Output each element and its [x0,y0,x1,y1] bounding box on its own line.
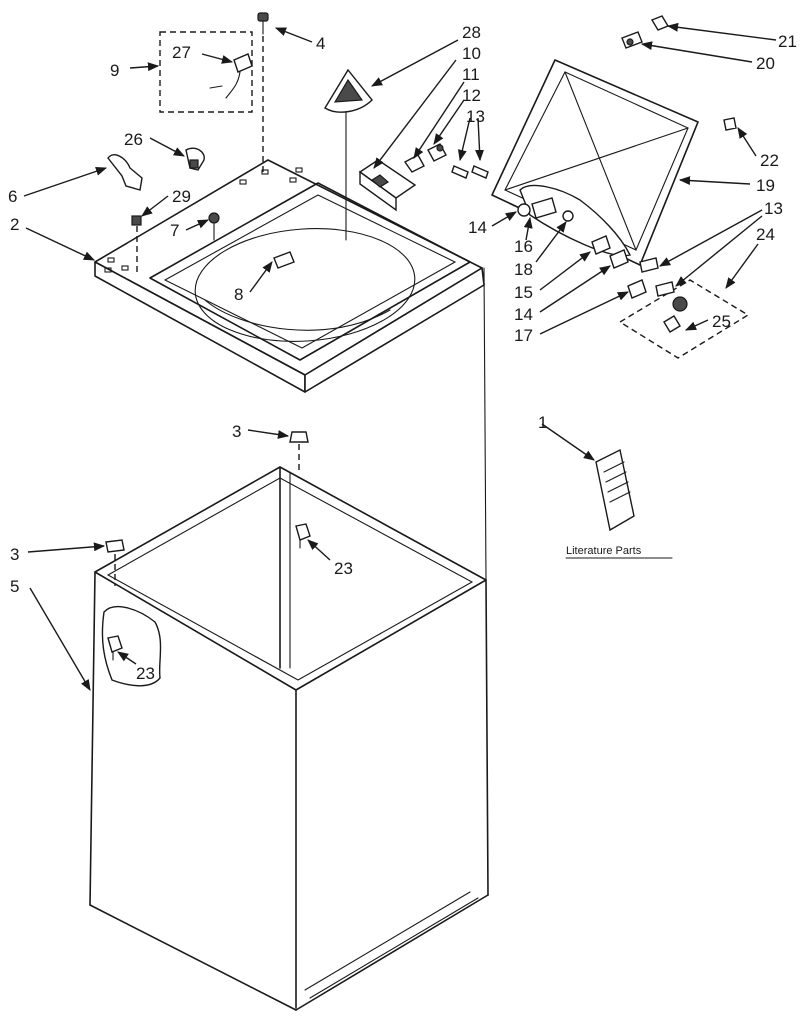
screws-13-bottom [639,257,675,297]
callout-24: 24 [756,225,775,244]
callout-15: 15 [514,283,533,302]
callout-12: 12 [462,86,481,105]
callout-14-left: 14 [468,218,487,237]
callout-8: 8 [234,285,243,304]
callout-23-left: 23 [136,664,155,683]
nut-7 [208,212,220,241]
callout-28: 28 [462,23,481,42]
top-panel [94,159,485,393]
callout-18: 18 [514,260,533,279]
callout-labels: 1 2 3 3 4 5 6 7 8 9 10 11 12 13 13 14 14… [8,23,797,683]
callout-23-mid: 23 [334,559,353,578]
callout-27: 27 [172,43,191,62]
callout-1: 1 [538,413,547,432]
literature-parts-label: Literature Parts [566,545,642,557]
callout-20: 20 [756,54,775,73]
callout-17: 17 [514,326,533,345]
callout-21: 21 [778,32,797,51]
screw-4 [257,12,269,175]
bolt-3-top [289,431,309,470]
lid-switch [209,53,253,99]
callout-3-left: 3 [10,545,19,564]
hinge-parts-14-16-18 [517,197,574,222]
callout-13-bottom: 13 [764,199,783,218]
hinge-parts-15-14-17 [591,235,647,299]
switch-kit-box [159,31,253,113]
callout-22: 22 [760,151,779,170]
callout-2: 2 [10,215,19,234]
callout-11: 11 [462,65,480,84]
callout-10: 10 [462,44,481,63]
bolt-3-left [105,539,125,586]
cabinet [89,267,489,1011]
callout-14-bottom: 14 [514,305,533,324]
callout-4: 4 [316,34,325,53]
callout-3-top: 3 [232,422,241,441]
literature-booklet [595,448,635,532]
leader-arrows [23,22,777,691]
bleach-dispenser-cap [324,68,373,241]
lid [491,59,699,266]
clip-26 [185,147,205,171]
callout-19: 19 [756,176,775,195]
screw-23-left [107,635,123,661]
clip-29 [131,215,142,272]
part-8 [273,251,295,269]
callout-6: 6 [8,187,17,206]
spring-25 [663,296,688,333]
callout-26: 26 [124,130,143,149]
dispenser [358,159,417,212]
callout-13-top: 13 [466,107,485,126]
callout-7: 7 [170,221,179,240]
screw-22 [723,117,737,131]
callout-9: 9 [110,61,119,80]
part-21 [650,15,670,31]
screws-13-top [451,165,489,179]
part-20 [621,31,643,49]
screw-23-mid [295,523,311,549]
callout-25: 25 [712,312,731,331]
callout-5: 5 [10,577,19,596]
bracket-12 [427,143,447,162]
callout-16: 16 [514,237,533,256]
bracket-6 [107,154,143,191]
callout-29: 29 [172,187,191,206]
